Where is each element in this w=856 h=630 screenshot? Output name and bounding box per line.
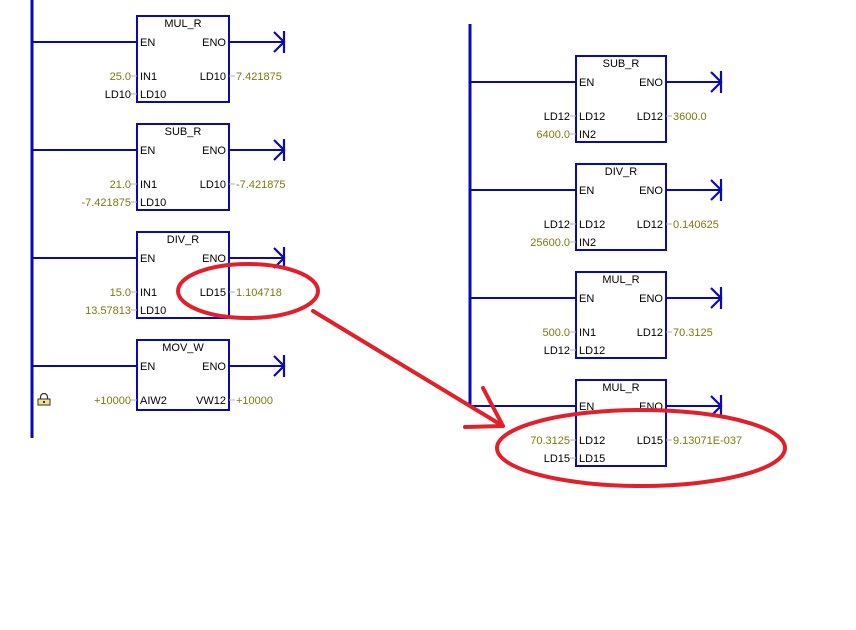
- input-operand[interactable]: 21.0: [110, 179, 131, 191]
- pin-eno: ENO: [202, 361, 226, 373]
- output-value[interactable]: 70.3125: [673, 327, 713, 339]
- block-title: MOV_W: [162, 342, 204, 354]
- rung-div-r[interactable]: DIV_R EN ENO 15.0 IN1 13.57813 LD10 LD15 1.10471…: [32, 231, 286, 319]
- output-arrow-icon: [273, 31, 286, 53]
- function-block[interactable]: [575, 271, 667, 359]
- lock-icon: [37, 392, 51, 406]
- output-value[interactable]: +10000: [236, 395, 273, 407]
- pin-eno: ENO: [202, 253, 226, 265]
- annotation-arrow-head: [463, 386, 505, 429]
- annotation-arrow-shaft: [311, 309, 505, 428]
- input-pin-label: LD12: [579, 345, 605, 357]
- input-pin-label: AIW2: [140, 395, 167, 407]
- pin-en: EN: [140, 145, 155, 157]
- input-operand[interactable]: 6400.0: [536, 129, 570, 141]
- input-operand[interactable]: LD12: [544, 111, 570, 123]
- output-pin-label: LD15: [637, 435, 663, 447]
- input-operand[interactable]: LD12: [544, 345, 570, 357]
- rung-mov-w[interactable]: MOV_W EN ENO +10000 AIW2 VW12 +10000: [32, 339, 286, 411]
- output-value[interactable]: 9.13071E-037: [673, 435, 742, 447]
- input-pin-label: IN1: [579, 327, 596, 339]
- function-block[interactable]: [136, 339, 230, 411]
- input-operand[interactable]: 25.0: [110, 71, 131, 83]
- input-pin-label: LD10: [140, 89, 166, 101]
- input-operand[interactable]: LD15: [544, 453, 570, 465]
- pin-en: EN: [579, 401, 594, 413]
- pin-en: EN: [579, 77, 594, 89]
- output-arrow-icon: [710, 287, 723, 309]
- input-pin-label: LD10: [140, 197, 166, 209]
- output-pin-label: VW12: [196, 395, 226, 407]
- annotations: [176, 262, 787, 488]
- block-title: DIV_R: [605, 166, 637, 178]
- input-pin-label: LD12: [579, 219, 605, 231]
- block-title: DIV_R: [167, 234, 199, 246]
- output-arrow-icon: [710, 395, 723, 417]
- pin-en: EN: [579, 293, 594, 305]
- block-title: SUB_R: [165, 126, 202, 138]
- output-pin-label: LD10: [200, 71, 226, 83]
- output-arrow-icon: [273, 139, 286, 161]
- block-title: MUL_R: [602, 274, 639, 286]
- output-value[interactable]: 1.104718: [236, 287, 282, 299]
- input-pin-label: IN1: [140, 287, 157, 299]
- function-block[interactable]: [575, 55, 667, 143]
- output-arrow-icon: [273, 355, 286, 377]
- function-block[interactable]: [136, 123, 230, 211]
- block-title: SUB_R: [603, 58, 640, 70]
- block-title: MUL_R: [602, 382, 639, 394]
- input-pin-label: LD15: [579, 453, 605, 465]
- input-pin-label: LD12: [579, 435, 605, 447]
- output-arrow-icon: [710, 71, 723, 93]
- highlight-ellipse-ld15-result: [176, 262, 320, 320]
- function-block[interactable]: [575, 163, 667, 251]
- pin-en: EN: [140, 37, 155, 49]
- input-operand[interactable]: 15.0: [110, 287, 131, 299]
- output-value[interactable]: 3600.0: [673, 111, 707, 123]
- output-value[interactable]: 0.140625: [673, 219, 719, 231]
- rung-div-r[interactable]: DIV_R EN ENO LD12 LD12 25600.0 IN2 LD12 0.140625: [470, 163, 723, 251]
- output-pin-label: LD15: [200, 287, 226, 299]
- function-block[interactable]: [575, 379, 667, 467]
- highlight-ellipse-mul-r-ld15: [495, 408, 787, 488]
- pin-en: EN: [140, 361, 155, 373]
- function-block[interactable]: [136, 15, 230, 103]
- output-pin-label: LD12: [637, 111, 663, 123]
- pin-en: EN: [579, 185, 594, 197]
- pin-eno: ENO: [639, 185, 663, 197]
- output-value[interactable]: -7.421875: [236, 179, 286, 191]
- output-pin-label: LD12: [637, 327, 663, 339]
- input-operand[interactable]: 70.3125: [530, 435, 570, 447]
- pin-eno: ENO: [639, 293, 663, 305]
- input-pin-label: IN2: [579, 237, 596, 249]
- pin-eno: ENO: [202, 37, 226, 49]
- input-operand[interactable]: 25600.0: [530, 237, 570, 249]
- input-pin-label: IN2: [579, 129, 596, 141]
- output-pin-label: LD12: [637, 219, 663, 231]
- output-arrow-icon: [710, 179, 723, 201]
- pin-en: EN: [140, 253, 155, 265]
- output-pin-label: LD10: [200, 179, 226, 191]
- block-title: MUL_R: [164, 18, 201, 30]
- input-operand[interactable]: -7.421875: [81, 197, 131, 209]
- input-operand[interactable]: LD12: [544, 219, 570, 231]
- pin-eno: ENO: [202, 145, 226, 157]
- input-operand[interactable]: +10000: [94, 395, 131, 407]
- input-operand[interactable]: 500.0: [542, 327, 570, 339]
- input-pin-label: LD10: [140, 305, 166, 317]
- input-operand[interactable]: LD10: [105, 89, 131, 101]
- input-pin-label: IN1: [140, 71, 157, 83]
- output-value[interactable]: 7.421875: [236, 71, 282, 83]
- input-pin-label: IN1: [140, 179, 157, 191]
- input-pin-label: LD12: [579, 111, 605, 123]
- rung-sub-r[interactable]: SUB_R EN ENO LD12 LD12 6400.0 IN2 LD12 3600.0: [470, 55, 723, 143]
- input-operand[interactable]: 13.57813: [85, 305, 131, 317]
- pin-eno: ENO: [639, 77, 663, 89]
